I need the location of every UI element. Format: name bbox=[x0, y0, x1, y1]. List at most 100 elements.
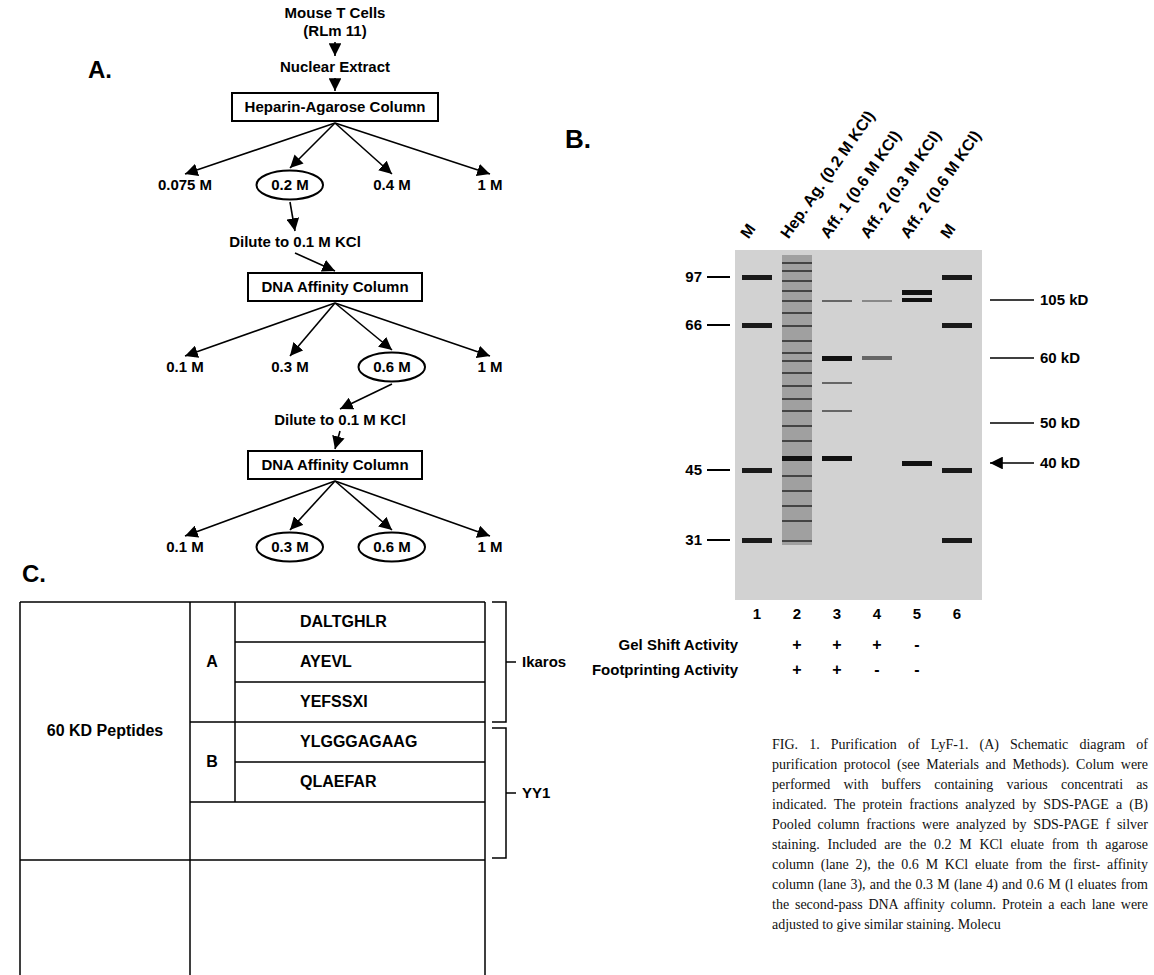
label-text: 66 bbox=[685, 316, 702, 334]
flow-arrow bbox=[290, 481, 335, 530]
process-box: DNA Affinity Column bbox=[247, 272, 422, 302]
node-text: Dilute to 0.1 M KCl bbox=[229, 233, 361, 251]
label-text: - bbox=[914, 635, 919, 654]
flow-step: Nuclear Extract bbox=[277, 57, 393, 77]
node-text: 1 M bbox=[477, 176, 502, 194]
label-text: + bbox=[792, 660, 801, 679]
flow-step: 0.075 M bbox=[155, 175, 215, 195]
flow-arrow bbox=[335, 431, 340, 449]
label-text: AYEVL bbox=[300, 652, 352, 671]
label-text: 4 bbox=[873, 605, 881, 623]
flow-arrow bbox=[290, 303, 335, 356]
flow-arrow bbox=[335, 481, 490, 536]
label-text: A bbox=[206, 652, 218, 671]
label-text: 60 kD bbox=[1040, 349, 1080, 367]
flow-arrow bbox=[290, 202, 295, 231]
node-text: 0.6 M bbox=[373, 538, 411, 556]
flow-arrow bbox=[185, 303, 335, 356]
flow-arrow bbox=[295, 253, 335, 271]
node-text: Heparin-Agarose Column bbox=[245, 98, 426, 116]
flow-arrow bbox=[335, 303, 392, 350]
table-columns bbox=[20, 602, 485, 975]
label-text: 31 bbox=[685, 531, 702, 549]
node-text: 0.3 M bbox=[271, 538, 309, 556]
marker-bands bbox=[742, 275, 972, 543]
gel bbox=[735, 250, 982, 600]
dark-bands bbox=[782, 290, 932, 466]
label-text: YY1 bbox=[522, 784, 550, 802]
bracket bbox=[492, 602, 516, 722]
label-text: B. bbox=[565, 124, 591, 155]
label-text: 60 KD Peptides bbox=[47, 721, 163, 740]
circled-fraction: 0.6 M bbox=[357, 351, 427, 383]
label-text: C. bbox=[22, 560, 46, 589]
node-text: 0.2 M bbox=[271, 176, 309, 194]
flow-arrow bbox=[334, 78, 336, 91]
flow-arrow bbox=[185, 123, 335, 174]
label-text: YLGGGAGAAG bbox=[300, 732, 417, 751]
label-text: 40 kD bbox=[1040, 454, 1080, 472]
node-text: Dilute to 0.1 M KCl bbox=[274, 411, 406, 429]
node-text: 0.075 M bbox=[158, 176, 212, 194]
label-text: QLAEFAR bbox=[300, 772, 376, 791]
sample-bands bbox=[782, 262, 812, 542]
label-text: 2 bbox=[793, 605, 801, 623]
node-text: 0.1 M bbox=[166, 538, 204, 556]
label-text: B bbox=[206, 752, 218, 771]
flow-step: 1 M bbox=[474, 175, 505, 195]
label-text: + bbox=[792, 635, 801, 654]
label-text: 97 bbox=[685, 268, 702, 286]
flow-arrow bbox=[335, 303, 490, 356]
label-text: Gel Shift Activity bbox=[619, 636, 738, 654]
ellipse-outline-shape bbox=[257, 533, 324, 562]
table-rows bbox=[20, 602, 485, 860]
label-text: + bbox=[832, 660, 841, 679]
bracket bbox=[492, 728, 516, 858]
faint-bands bbox=[862, 300, 892, 302]
circled-fraction: 0.2 M bbox=[255, 169, 325, 201]
label-text: - bbox=[914, 660, 919, 679]
figure-caption: FIG. 1. Purification of LyF-1. (A) Schem… bbox=[772, 735, 1148, 935]
flow-step: 0.3 M bbox=[268, 357, 312, 377]
label-text: + bbox=[832, 635, 841, 654]
node-text: DNA Affinity Column bbox=[261, 278, 408, 296]
size-arrows bbox=[990, 300, 1034, 463]
process-box: Heparin-Agarose Column bbox=[231, 92, 440, 122]
label-text: 45 bbox=[685, 461, 702, 479]
node-text: 0.1 M bbox=[166, 358, 204, 376]
label-text: A. bbox=[88, 56, 112, 85]
flow-arrow bbox=[290, 123, 335, 168]
flow-arrow bbox=[185, 481, 335, 536]
label-text: 105 kD bbox=[1040, 291, 1088, 309]
label-text: YEFSSXI bbox=[300, 692, 368, 711]
flow-step: 1 M bbox=[474, 537, 505, 557]
label-text: M bbox=[936, 220, 959, 242]
ellipse-outline-shape bbox=[359, 533, 426, 562]
label-text: DALTGHLR bbox=[300, 612, 387, 631]
flow-arrow bbox=[335, 481, 392, 530]
circled-fraction: 0.6 M bbox=[357, 531, 427, 563]
ellipse-outline-shape bbox=[257, 171, 324, 200]
flow-arrow bbox=[340, 384, 392, 409]
process-box: DNA Affinity Column bbox=[247, 450, 422, 480]
flow-arrow bbox=[335, 123, 392, 174]
label-text: - bbox=[874, 660, 879, 679]
node-text: 1 M bbox=[477, 358, 502, 376]
flow-step: 0.1 M bbox=[163, 537, 207, 557]
marker-ticks bbox=[707, 277, 730, 540]
label-text: Footprinting Activity bbox=[592, 661, 738, 679]
node-text: 1 M bbox=[477, 538, 502, 556]
flow-step: Dilute to 0.1 M KCl bbox=[271, 410, 409, 430]
flow-arrow bbox=[334, 42, 336, 56]
label-text: 5 bbox=[913, 605, 921, 623]
node-text: 0.3 M bbox=[271, 358, 309, 376]
flow-arrow bbox=[335, 123, 490, 174]
node-text: DNA Affinity Column bbox=[261, 456, 408, 474]
flow-step: Dilute to 0.1 M KCl bbox=[226, 232, 364, 252]
ellipse-outline-shape bbox=[359, 353, 426, 382]
node-text: Nuclear Extract bbox=[280, 58, 390, 76]
label-text: + bbox=[872, 635, 881, 654]
circled-fraction: 0.3 M bbox=[255, 531, 325, 563]
medium-bands bbox=[822, 300, 892, 412]
